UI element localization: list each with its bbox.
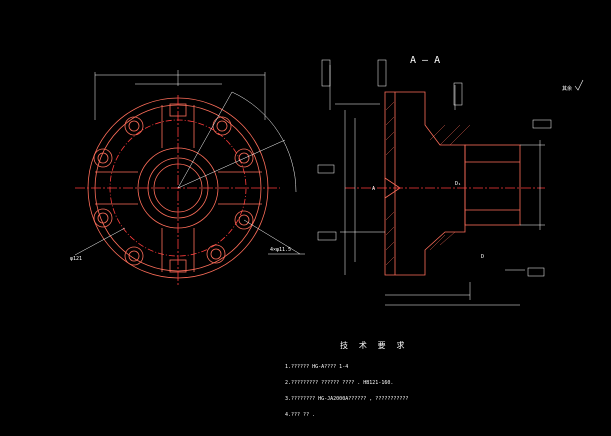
- front-dimensions: [74, 70, 305, 256]
- rib-left: [95, 171, 138, 205]
- rib-bottom: [161, 228, 195, 272]
- note-line-4: 4.??? ?? .: [285, 412, 316, 418]
- datum-a: A: [372, 186, 375, 192]
- section-dimensions: [329, 65, 545, 306]
- bolt-hole: [212, 116, 232, 136]
- hub-bore: [464, 144, 521, 226]
- note-line-3: 3.???????? HG-JA2000A?????? , ??????????…: [285, 396, 409, 402]
- note-line-2: 2.????????? ?????? ???? . HB121-160.: [285, 380, 394, 386]
- roughness-note: 其余: [562, 85, 572, 92]
- notes-title: 技 术 要 求: [340, 341, 408, 350]
- front-view: [75, 95, 280, 285]
- dim-left-bottom: φ121: [70, 256, 82, 262]
- bolt-hole: [234, 210, 254, 230]
- bolt-hole: [124, 246, 144, 266]
- datum-frames: [317, 59, 552, 277]
- bolt-hole: [234, 148, 254, 168]
- flange-profile: [384, 91, 466, 276]
- bolt-hole: [206, 244, 226, 264]
- dim-bolt-callout: 4×φ11.5: [270, 247, 291, 253]
- label-d: D: [481, 254, 484, 260]
- rib-right: [218, 171, 262, 205]
- section-hatch: [385, 101, 471, 266]
- roughness-symbol-icon: [574, 79, 584, 91]
- bolt-hole: [93, 148, 113, 168]
- bolt-hole: [124, 116, 144, 136]
- label-d1: D₁: [455, 181, 461, 187]
- section-label: A — A: [410, 55, 440, 66]
- note-line-1: 1.?????? HG-A???? 1-4: [285, 364, 349, 370]
- bolt-holes: [93, 116, 254, 266]
- bolt-hole: [93, 208, 113, 228]
- section-view: [345, 91, 545, 276]
- rib-top: [161, 105, 195, 148]
